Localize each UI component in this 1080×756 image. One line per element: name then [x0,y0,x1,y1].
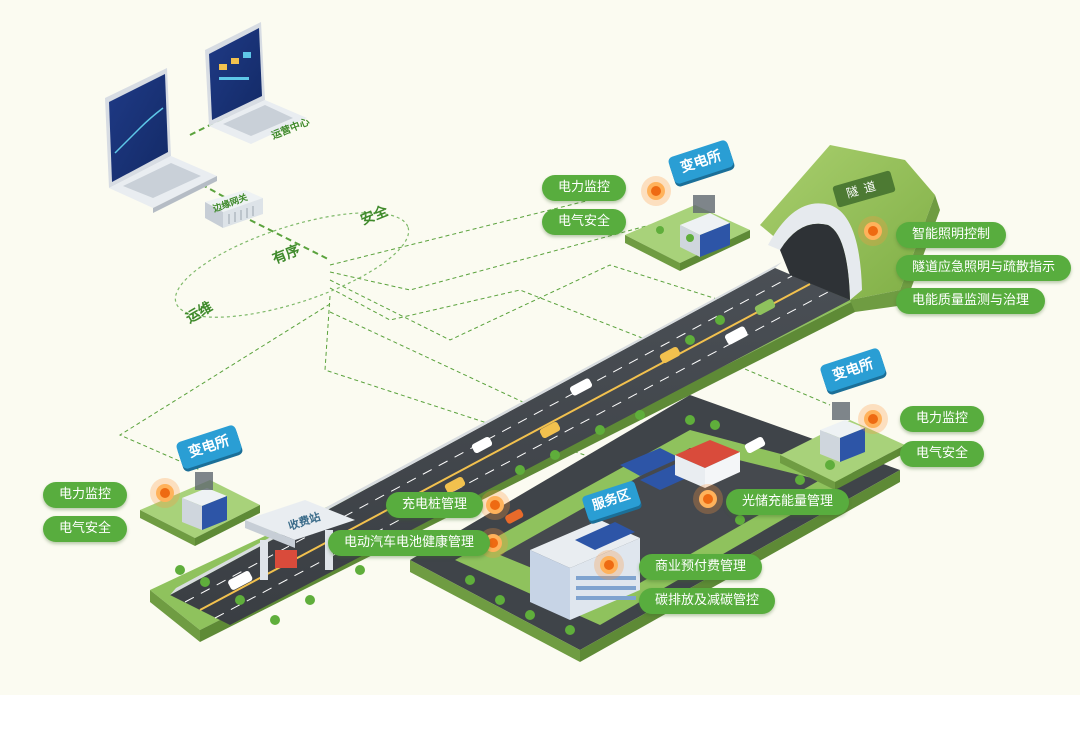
ops-ring [174,212,410,318]
toll-station-icon [245,500,355,580]
sensor-icon [858,216,888,246]
tunnel-icon [768,203,862,300]
car-icon [228,326,766,590]
car-icon [444,346,681,494]
tunnel-emergency-lighting[interactable]: 隧道应急照明与疏散指示 [896,255,1072,281]
sensor-icon [858,404,888,434]
laptop-icon [205,22,307,144]
substation-icon [625,195,750,271]
top-substation-electrical-safety[interactable]: 电气安全 [542,209,627,235]
substation-icon [140,472,260,546]
pv-storage-charging-energy[interactable]: 光储充能量管理 [726,489,850,515]
charging-pile-management[interactable]: 充电桩管理 [386,492,484,518]
laptop-icon [105,68,217,213]
car-icon [754,298,776,316]
top-substation-power-monitoring[interactable]: 电力监控 [542,175,627,201]
sensor-icon [150,478,180,508]
substation-icon [780,402,905,490]
sensor-icon [641,176,671,206]
highway-scene [105,22,940,662]
tunnel-smart-lighting[interactable]: 智能照明控制 [896,222,1007,248]
ev-battery-health[interactable]: 电动汽车电池健康管理 [328,530,491,556]
right-substation-power-monitoring[interactable]: 电力监控 [900,406,985,432]
sensor-icon [594,550,624,580]
sensor-icon [480,490,510,520]
tree-icon [175,226,835,635]
carbon-emission-control[interactable]: 碳排放及减碳管控 [639,588,776,614]
right-substation-electrical-safety[interactable]: 电气安全 [900,441,985,467]
building-icon [675,440,740,488]
tunnel-power-quality[interactable]: 电能质量监测与治理 [896,288,1046,314]
left-substation-electrical-safety[interactable]: 电气安全 [43,516,128,542]
left-substation-power-monitoring[interactable]: 电力监控 [43,482,128,508]
commercial-prepaid-management[interactable]: 商业预付费管理 [639,554,763,580]
gateway-icon [205,190,263,228]
car-icon [505,509,524,524]
sensor-icon [693,484,723,514]
